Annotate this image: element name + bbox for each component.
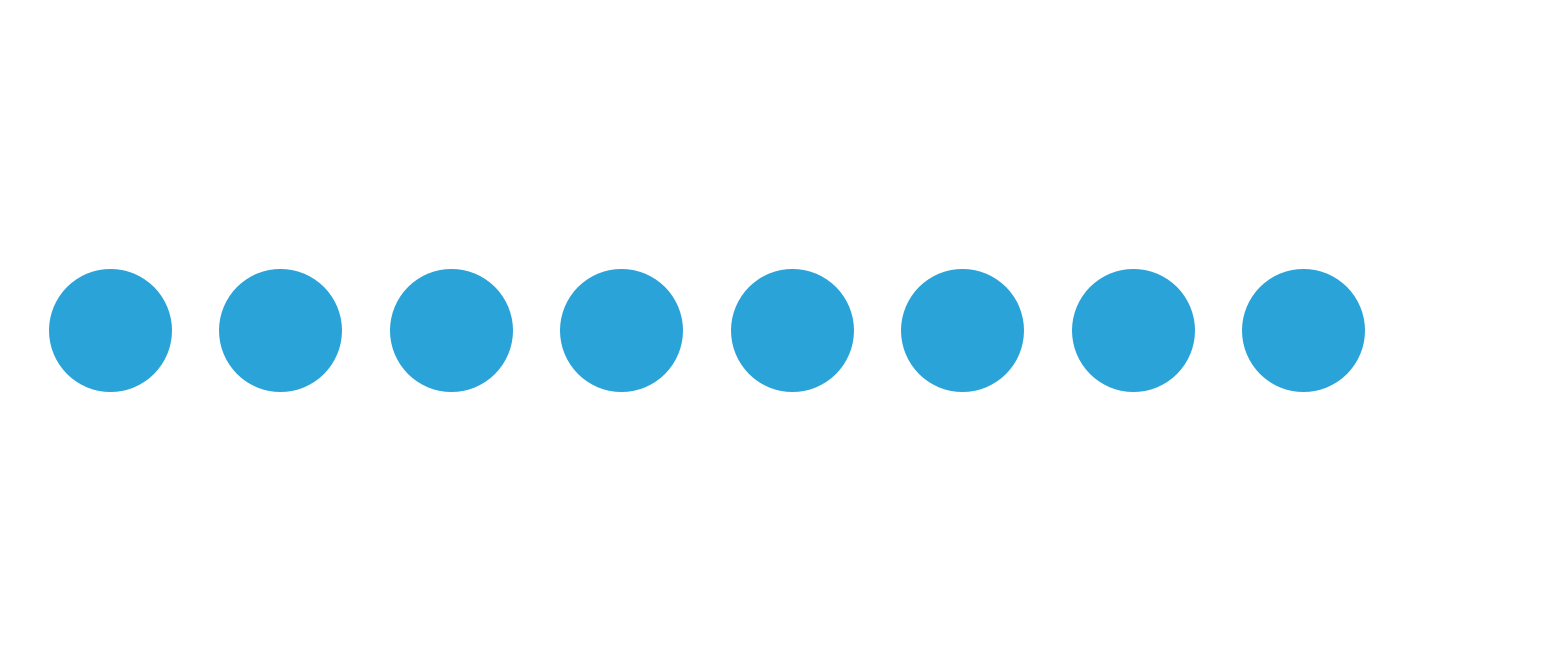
dot bbox=[219, 268, 342, 392]
dot bbox=[901, 268, 1024, 392]
dot bbox=[730, 268, 854, 392]
dot bbox=[389, 268, 513, 392]
dot bbox=[48, 268, 172, 392]
dot bbox=[1071, 268, 1195, 392]
dot bbox=[1242, 268, 1365, 392]
dot bbox=[560, 268, 683, 392]
